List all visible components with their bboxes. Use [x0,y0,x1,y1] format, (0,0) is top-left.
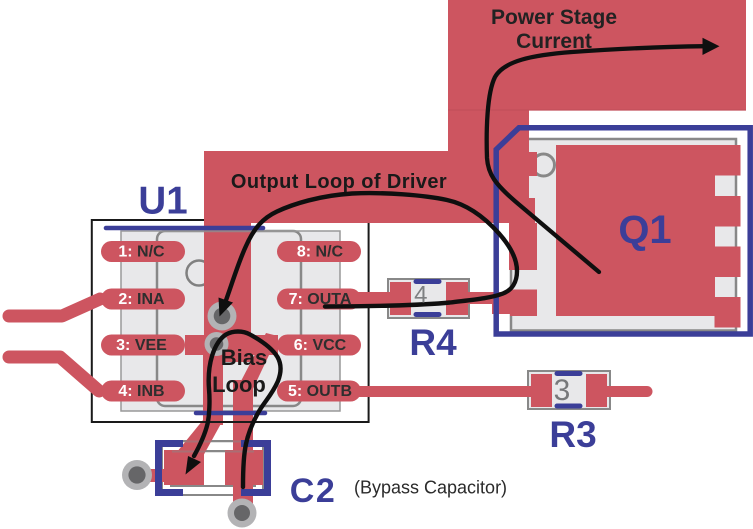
svg-text:Loop: Loop [212,372,266,397]
svg-text:U1: U1 [138,180,187,223]
svg-text:R4: R4 [409,322,457,363]
svg-text:3: 3 [554,374,571,407]
svg-text:Bias: Bias [221,345,267,370]
svg-text:Q1: Q1 [618,208,671,252]
svg-text:4: 4 [414,282,427,309]
svg-text:3: VEE: 3: VEE [116,337,167,354]
svg-text:1: N/C: 1: N/C [118,244,165,261]
svg-text:R3: R3 [549,414,596,455]
svg-text:Power Stage: Power Stage [491,6,617,29]
svg-text:6: VCC: 6: VCC [294,337,347,354]
svg-text:Output Loop of Driver: Output Loop of Driver [231,171,447,193]
svg-text:4: INB: 4: INB [118,383,164,400]
svg-text:2: INA: 2: INA [118,291,165,308]
svg-text:Current: Current [516,30,592,53]
svg-text:7: OUTA: 7: OUTA [289,291,352,308]
svg-text:5: OUTB: 5: OUTB [288,383,352,400]
svg-text:(Bypass Capacitor): (Bypass Capacitor) [354,478,507,498]
svg-text:8: N/C: 8: N/C [297,244,344,261]
svg-text:C2: C2 [290,472,336,510]
